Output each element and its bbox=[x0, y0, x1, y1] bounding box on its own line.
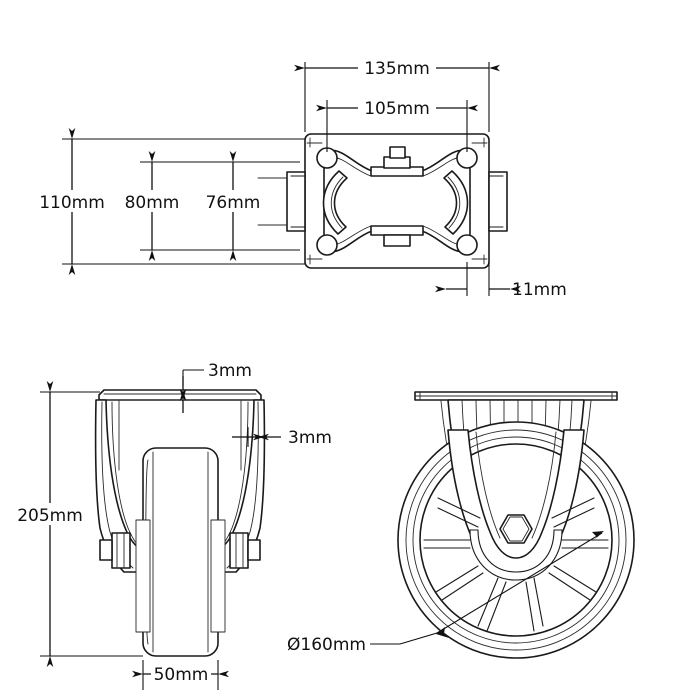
dimension-label-105mm: 105mm bbox=[364, 99, 430, 119]
plate-arc-slots bbox=[322, 170, 469, 235]
wheel-hub bbox=[469, 514, 563, 581]
top-view-plate bbox=[257, 133, 508, 269]
dimension-105mm: 105mm bbox=[316, 96, 478, 152]
dimension-label-160mm: Ø160mm bbox=[287, 635, 366, 655]
dimension-135mm: 135mm bbox=[294, 56, 500, 132]
dimension-76mm: 76mm bbox=[199, 151, 267, 261]
front-hub-covers bbox=[135, 519, 226, 633]
dimension-110mm: 110mm bbox=[34, 128, 305, 275]
dimension-11mm: 11mm bbox=[435, 262, 567, 300]
center-stud-top bbox=[370, 146, 424, 177]
side-view-wheel bbox=[397, 391, 635, 659]
front-wheel-band bbox=[142, 447, 219, 657]
dimension-50mm: 50mm bbox=[132, 660, 229, 690]
front-axle-bolts bbox=[99, 532, 261, 569]
dimension-label-76mm: 76mm bbox=[206, 193, 261, 213]
front-top-plate bbox=[98, 389, 262, 401]
dimension-label-205mm: 205mm bbox=[17, 506, 83, 526]
plate-corner-ribs bbox=[306, 137, 488, 265]
dimension-label-110mm: 110mm bbox=[39, 193, 105, 213]
dimension-label-3mm-plate: 3mm bbox=[208, 361, 252, 381]
center-stud-bottom bbox=[370, 225, 424, 247]
dimension-80mm: 80mm bbox=[118, 151, 300, 261]
side-top-plate bbox=[414, 391, 618, 401]
dimension-label-3mm-fork: 3mm bbox=[288, 428, 332, 448]
dimension-label-135mm: 135mm bbox=[364, 59, 430, 79]
dimension-label-50mm: 50mm bbox=[154, 665, 209, 685]
wheel-spokes bbox=[423, 497, 609, 632]
plate-extension-tails bbox=[257, 177, 288, 226]
plate-side-lugs bbox=[286, 171, 508, 232]
dimension-205mm: 205mm bbox=[12, 381, 143, 667]
dimension-160mm: Ø160mm bbox=[287, 531, 604, 655]
dimension-3mm-fork: 3mm bbox=[232, 427, 332, 448]
dimension-3mm-plate: 3mm bbox=[179, 361, 252, 413]
front-view-caster bbox=[94, 389, 266, 657]
dimension-label-80mm: 80mm bbox=[125, 193, 180, 213]
dimension-label-11mm: 11mm bbox=[512, 280, 567, 300]
